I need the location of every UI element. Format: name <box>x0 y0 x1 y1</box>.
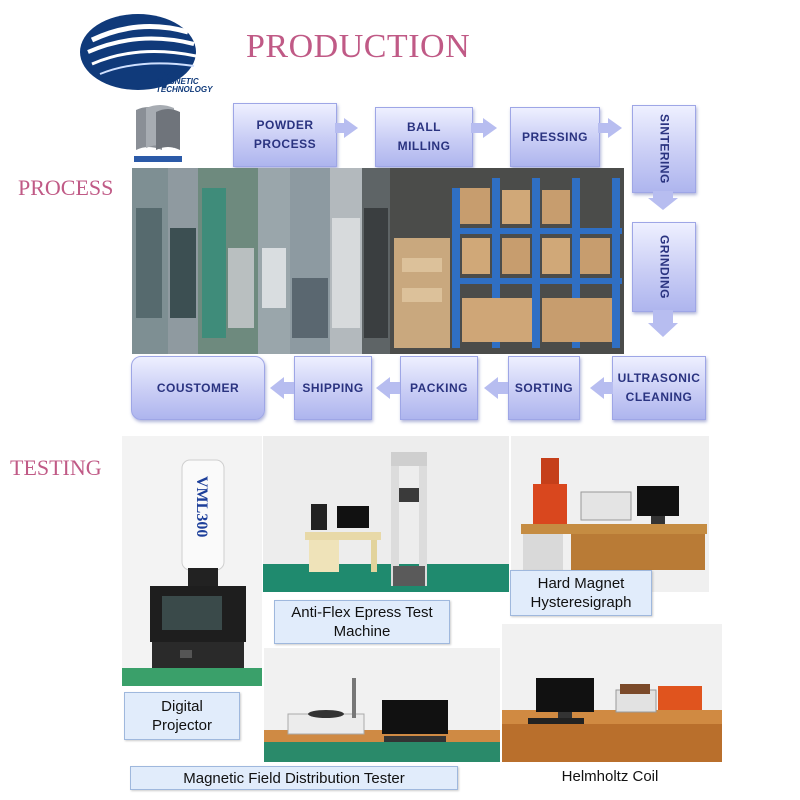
arrow-stem <box>471 123 484 133</box>
arrow-left-icon <box>484 377 498 399</box>
step-ultrasonic-cleaning: ULTRASONIC CLEANING <box>612 356 706 420</box>
label-antiflex-line2: Machine <box>333 623 391 640</box>
step-ball-line1: BALL <box>406 120 441 135</box>
arrow-left-icon <box>376 377 390 399</box>
step-packing: PACKING <box>400 356 478 420</box>
helmholtz-coil-photo <box>502 624 722 762</box>
arrow-stem <box>497 382 508 394</box>
step-grinding: GRINDING <box>632 222 696 312</box>
digital-projector-photo: VML300 <box>122 436 262 686</box>
anti-flex-machine-photo <box>263 436 509 592</box>
step-powder-process: POWDER PROCESS <box>233 103 337 167</box>
arrow-left-icon <box>590 377 604 399</box>
step-ultrasonic-line1: ULTRASONIC <box>617 371 701 386</box>
arrow-stem <box>335 123 345 133</box>
arrow-right-icon <box>344 118 358 138</box>
label-field-tester-text: Magnetic Field Distribution Tester <box>183 769 405 787</box>
label-helmholtz-coil: Helmholtz Coil <box>561 768 659 785</box>
step-sintering: SINTERING <box>632 105 696 193</box>
label-projector-line2: Projector <box>151 717 213 734</box>
step-pressing-label: PRESSING <box>521 129 588 144</box>
label-field-distribution-tester: Magnetic Field Distribution Tester <box>130 766 458 790</box>
step-pressing: PRESSING <box>510 107 600 167</box>
step-ball-line2: MILLING <box>397 139 451 153</box>
logo-initials: CY <box>134 62 176 95</box>
company-logo: CY MAGNETIC TECHNOLOGY <box>78 10 238 102</box>
step-sintering-label: SINTERING <box>657 114 672 184</box>
arrow-left-icon <box>270 377 284 399</box>
step-powder-line2: PROCESS <box>253 137 317 151</box>
arrow-stem <box>653 191 673 199</box>
label-hysteresigraph-line1: Hard Magnet <box>537 575 625 592</box>
step-shipping-label: SHIPPING <box>302 380 364 395</box>
arrow-stem <box>283 382 294 394</box>
step-powder-line1: POWDER <box>256 118 314 133</box>
step-grinding-label: GRINDING <box>657 235 672 299</box>
step-packing-label: PACKING <box>410 380 468 395</box>
page-title: PRODUCTION <box>246 28 471 65</box>
arrow-right-icon <box>483 118 497 138</box>
logo-line2: TECHNOLOGY <box>156 85 213 94</box>
label-projector-line1: Digital <box>161 698 203 715</box>
logo-line1: MAGNETIC <box>156 77 199 86</box>
step-customer: COUSTOMER <box>131 356 265 420</box>
testing-section-label: TESTING <box>10 455 102 480</box>
arrow-stem <box>598 123 609 133</box>
arrow-right-icon <box>608 118 622 138</box>
label-antiflex-line1: Anti-Flex Epress Test <box>291 604 433 621</box>
step-ball-milling: BALL MILLING <box>375 107 473 167</box>
machine-model-text: VML300 <box>193 476 210 538</box>
label-hysteresigraph-line2: Hysteresigraph <box>530 594 632 611</box>
step-sorting-label: SORTING <box>514 380 574 395</box>
magnet-product-image <box>128 100 190 164</box>
step-ultrasonic-line2: CLEANING <box>625 390 693 404</box>
step-shipping: SHIPPING <box>294 356 372 420</box>
arrow-down-icon <box>648 198 678 210</box>
arrow-stem <box>653 310 673 324</box>
arrow-stem <box>389 382 400 394</box>
factory-photo-collage <box>132 168 624 354</box>
arrow-stem <box>603 382 613 394</box>
step-customer-label: COUSTOMER <box>156 380 240 395</box>
arrow-down-icon <box>648 323 678 337</box>
step-sorting: SORTING <box>508 356 580 420</box>
field-distribution-photo <box>264 648 500 762</box>
process-section-label: PROCESS <box>18 175 114 200</box>
hysteresigraph-photo <box>511 436 709 592</box>
